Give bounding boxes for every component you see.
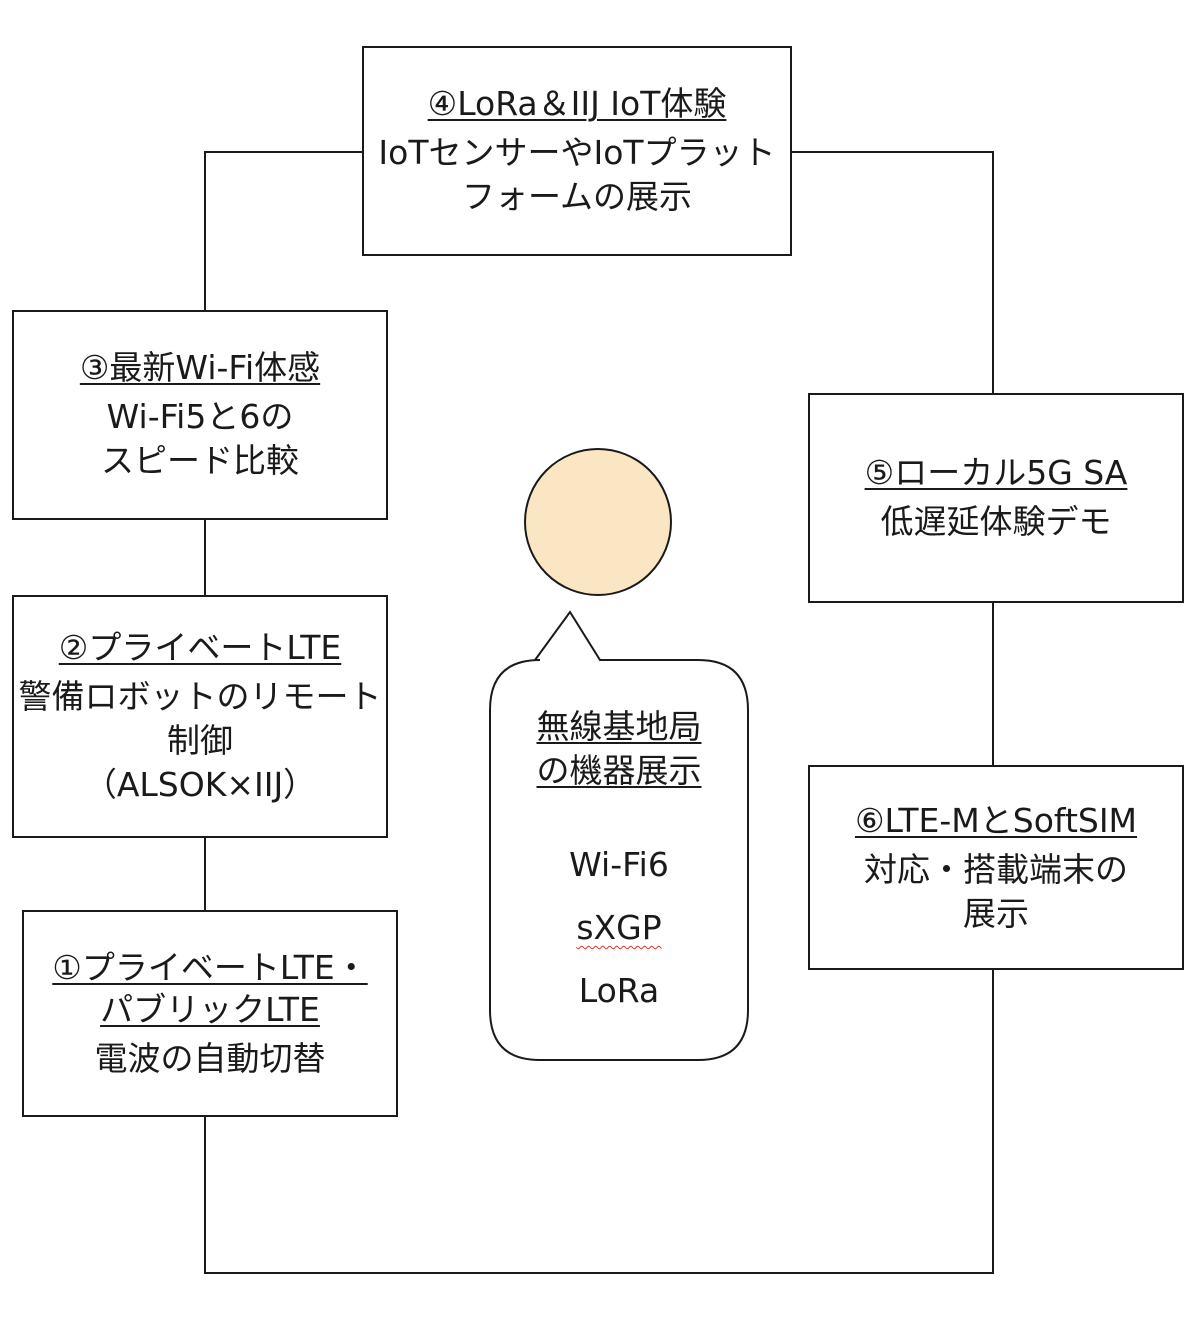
center-exhibit: 無線基地局 の機器展示 Wi-Fi6 sXGP LoRa [490,705,748,1022]
booth-1-description: 電波の自動切替 [94,1038,326,1078]
person-head [524,448,672,596]
booth-3-description: Wi-Fi5と6の スピード比較 [101,397,299,480]
booth-2-private-lte: ②プライベートLTE 警備ロボットのリモート 制御 （ALSOK×IIJ） [12,595,388,838]
booth-1-title: ①プライベートLTE・ パブリックLTE [52,947,368,1029]
loop-path [204,151,994,1274]
center-item-sxgp: sXGP [490,896,748,959]
booth-6-lte-m-softsim: ⑥LTE-MとSoftSIM 対応・搭載端末の 展示 [808,765,1184,970]
booth-2-title: ②プライベートLTE [58,627,342,667]
speech-bubble [489,610,749,1061]
booth-4-description: IoTセンサーやIoTプラット フォームの展示 [378,133,776,216]
booth-5-local-5g: ⑤ローカル5G SA 低遅延体験デモ [808,393,1184,603]
center-exhibit-title: 無線基地局 の機器展示 [536,707,702,790]
booth-3-wifi: ③最新Wi-Fi体感 Wi-Fi5と6の スピード比較 [12,310,388,520]
center-item-sxgp-text: sXGP [576,908,662,947]
booth-4-lora-iot: ④LoRa＆IIJ IoT体験 IoTセンサーやIoTプラット フォームの展示 [362,46,792,256]
booth-4-title: ④LoRa＆IIJ IoT体験 [427,84,727,123]
booth-2-description: 警備ロボットのリモート 制御 （ALSOK×IIJ） [18,676,382,804]
booth-5-title: ⑤ローカル5G SA [864,453,1128,492]
center-item-lora: LoRa [578,971,660,1010]
center-item-wifi6: Wi-Fi6 [569,845,669,884]
booth-1-lte-switching: ①プライベートLTE・ パブリックLTE 電波の自動切替 [22,910,398,1117]
booth-3-title: ③最新Wi-Fi体感 [79,348,321,387]
booth-5-description: 低遅延体験デモ [880,502,1112,541]
booth-6-title: ⑥LTE-MとSoftSIM [854,800,1138,840]
booth-6-description: 対応・搭載端末の 展示 [864,849,1128,933]
